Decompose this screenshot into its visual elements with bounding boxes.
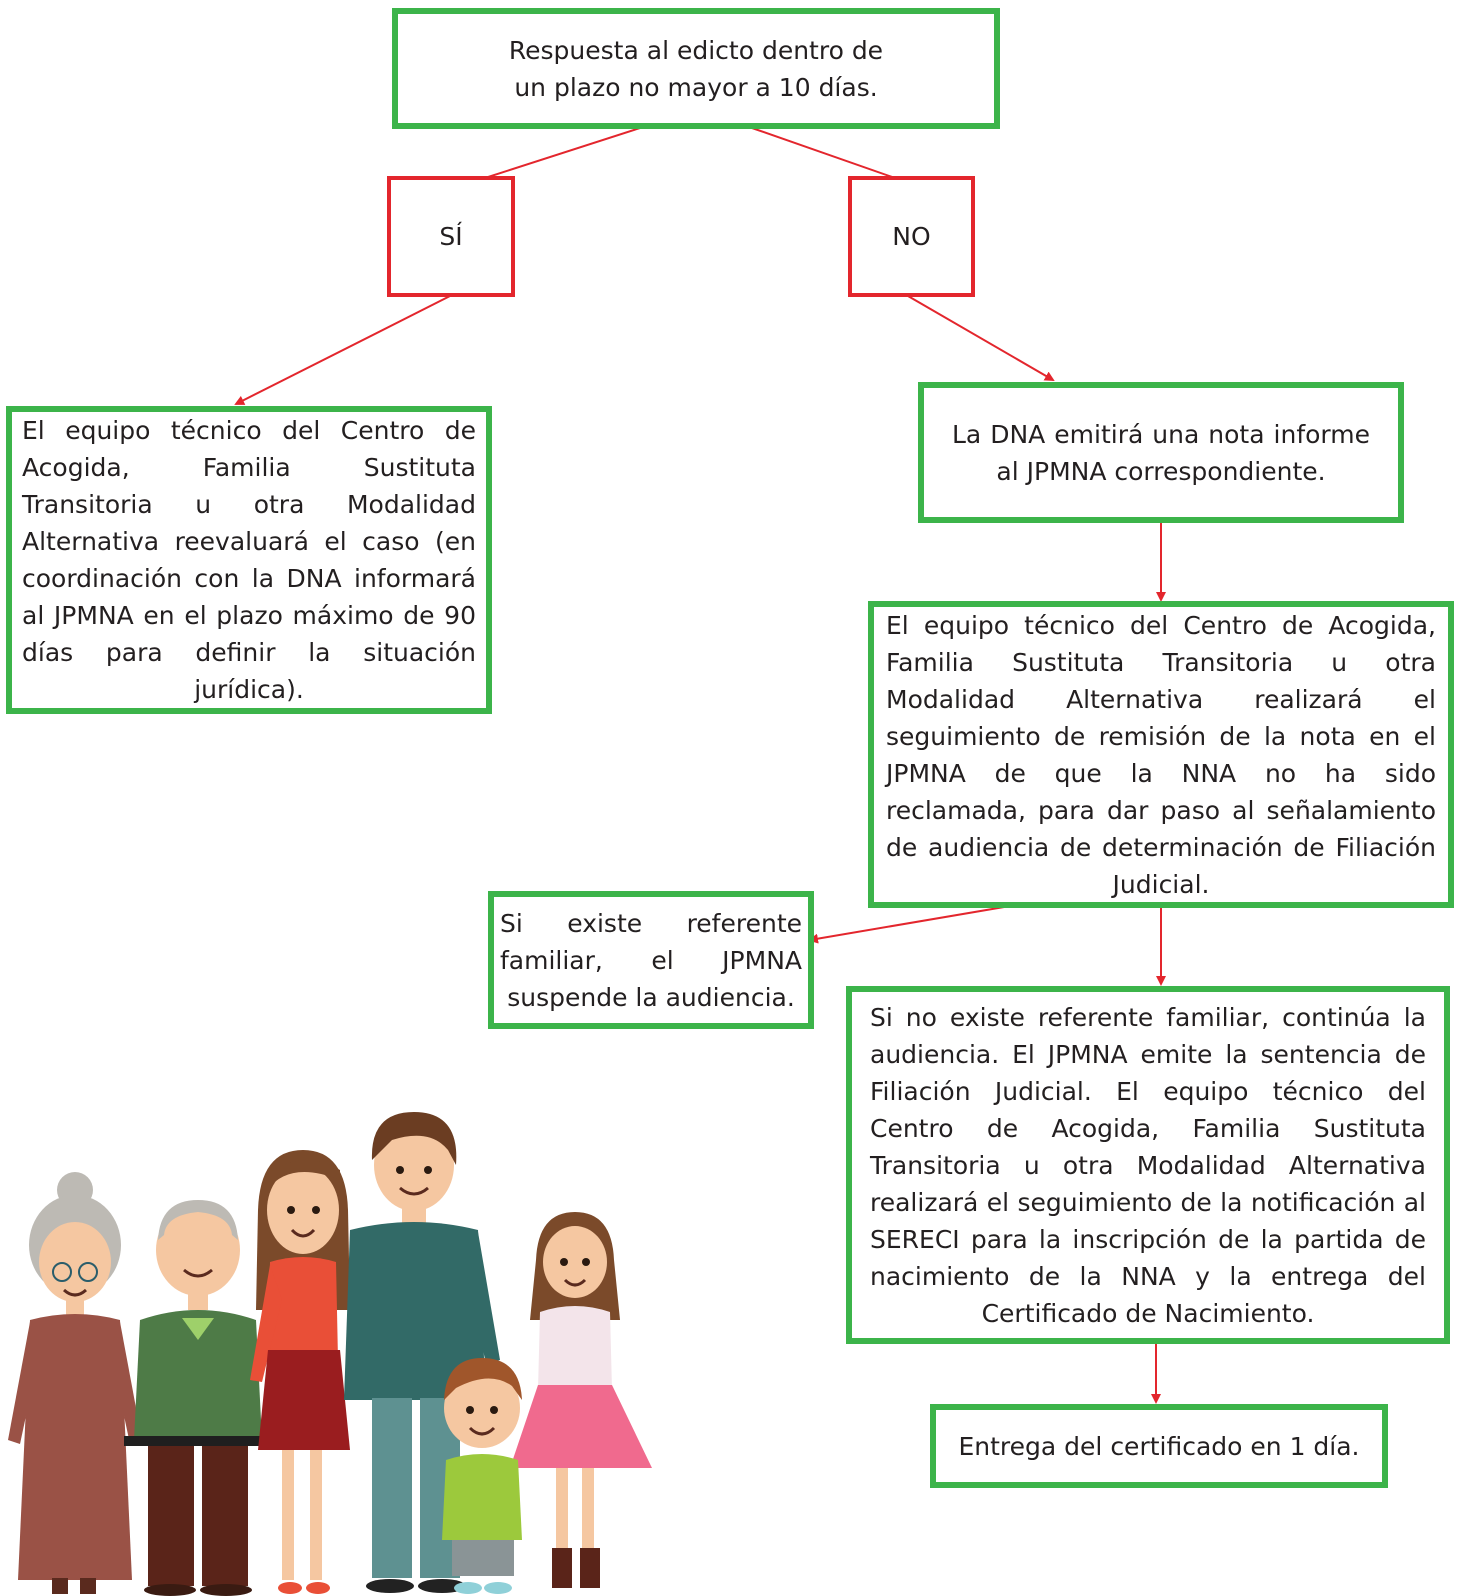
followup-text: El equipo técnico del Centro de Acogida,… [886,610,1436,899]
referent-exists-text: Si existe referente familiar, el JPMNA s… [500,908,802,1012]
delivery-box: Entrega del certificado en 1 día. [930,1404,1388,1488]
no-referent-box: Si no existe referente familiar, continú… [846,986,1450,1344]
no-referent-text: Si no existe referente familiar, continú… [870,1002,1426,1328]
referent-exists-box: Si existe referente familiar, el JPMNA s… [488,891,814,1029]
yes-result-text: El equipo técnico del Centro de Acogida,… [22,416,476,704]
delivery-text: Entrega del certificado en 1 día. [958,1431,1360,1461]
grandmother-figure [8,1172,142,1594]
mother-figure [250,1150,350,1594]
yes-label: SÍ [439,222,463,251]
connector-yes-to-result [234,295,451,405]
followup-box: El equipo técnico del Centro de Acogida,… [868,601,1454,908]
start-text: Respuesta al edicto dentro de un plazo n… [508,35,884,102]
no-label: NO [892,222,931,251]
grandfather-figure [124,1200,262,1596]
connector-start-to-yes [484,127,641,179]
connector-no-to-result [907,295,1055,382]
boy-figure [442,1358,522,1594]
start-box: Respuesta al edicto dentro de un plazo n… [392,8,1000,129]
no-result-box: La DNA emitirá una nota informe al JPMNA… [918,382,1404,523]
girl-figure [510,1212,652,1588]
yes-decision-box: SÍ [387,176,515,297]
connector-followup-to-referent [808,905,1011,944]
no-result-text: La DNA emitirá una nota informe al JPMNA… [952,419,1370,486]
yes-result-box: El equipo técnico del Centro de Acogida,… [6,406,492,714]
no-decision-box: NO [848,176,975,297]
connector-start-to-no [751,127,896,179]
